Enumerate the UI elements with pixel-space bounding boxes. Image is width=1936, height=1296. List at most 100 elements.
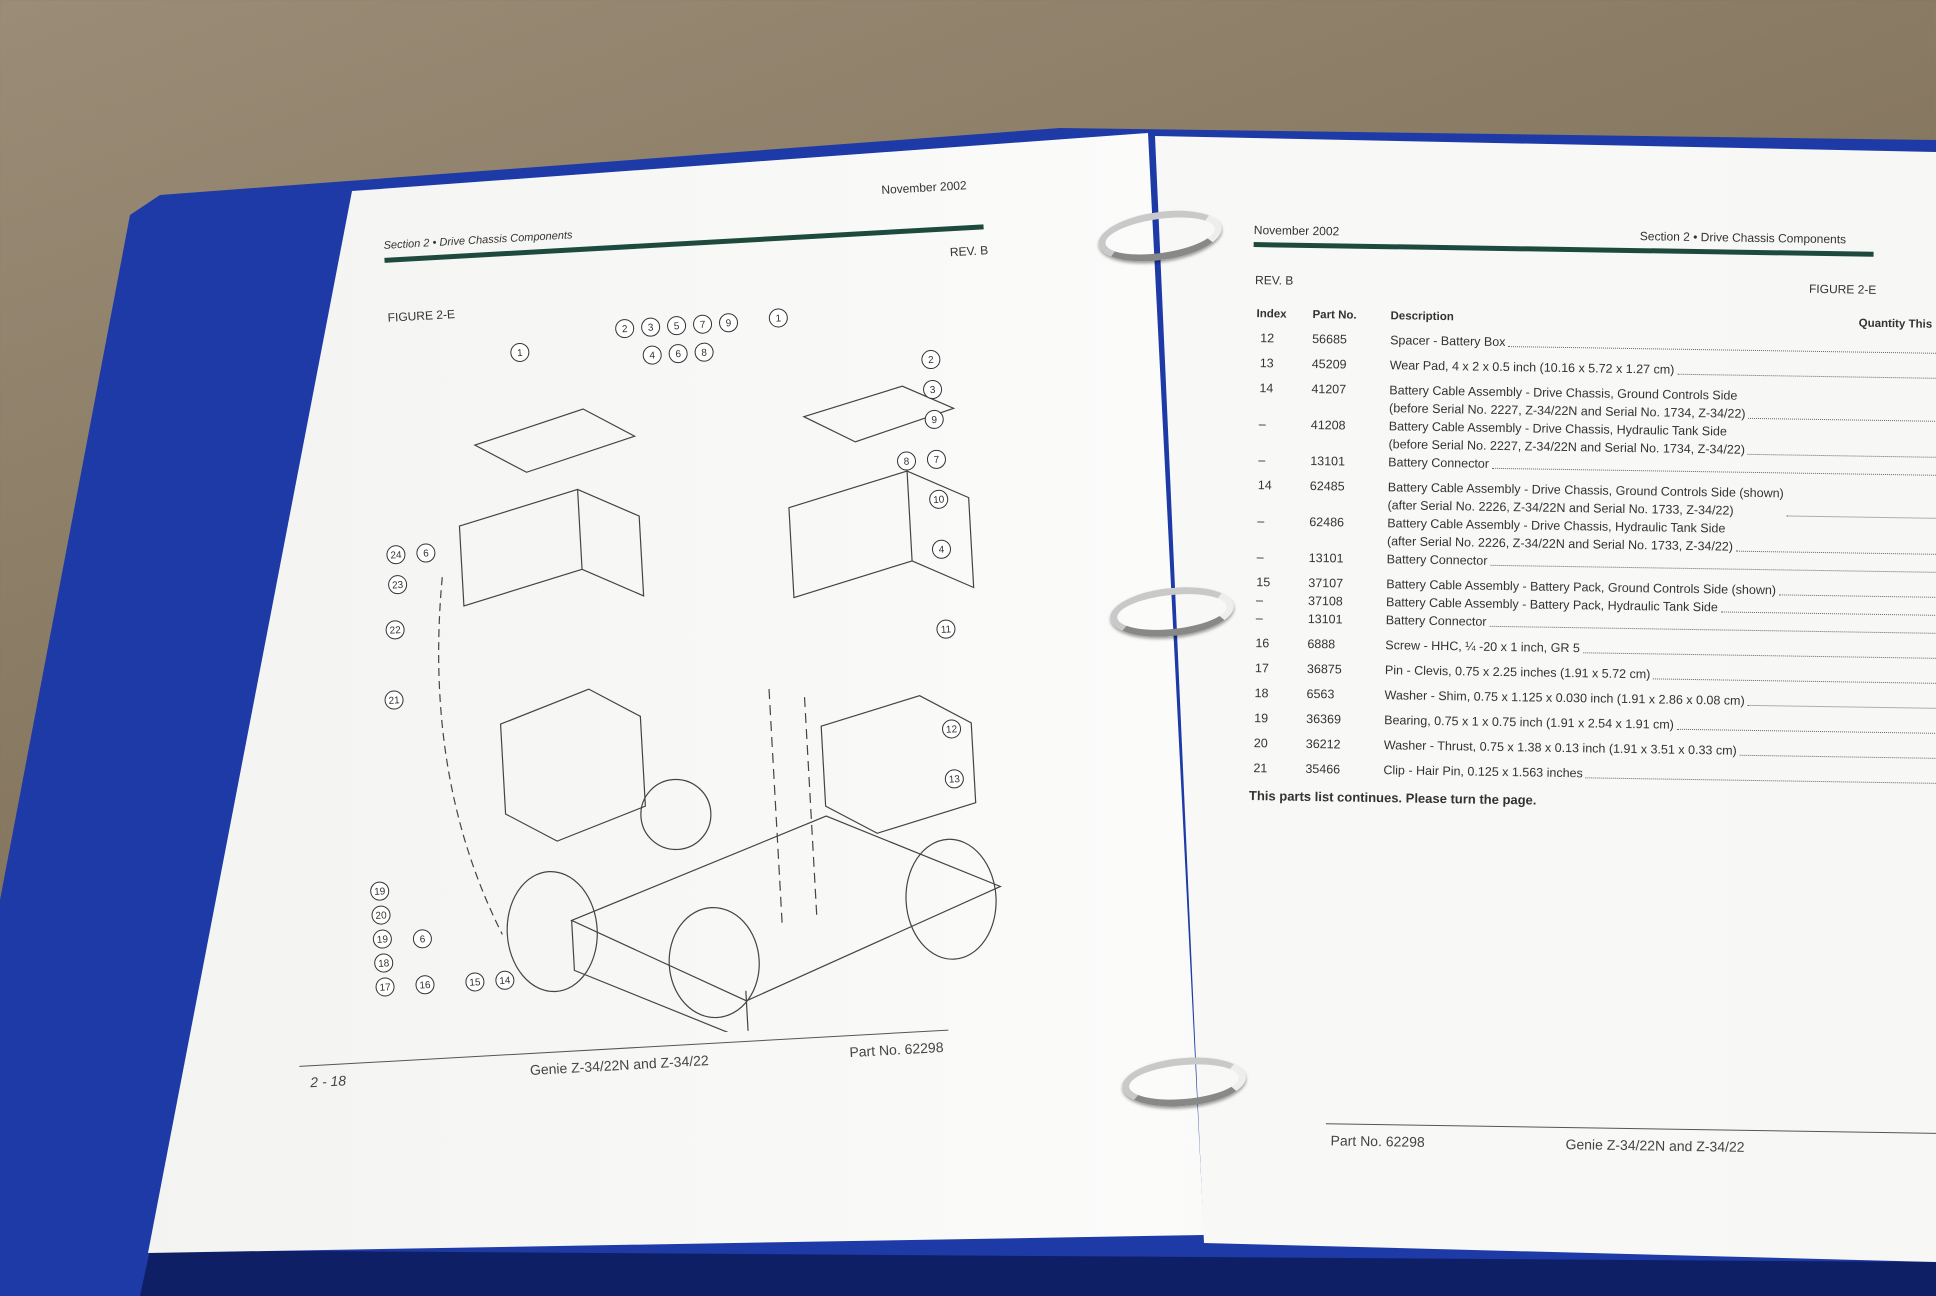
row-description: Screw - HHC, ¼ -20 x 1 inch, GR 5: [1385, 638, 1580, 656]
wheel-top: [640, 778, 712, 851]
callout-15: 15: [465, 972, 485, 992]
col-index: Index: [1256, 308, 1287, 321]
callout-number: 7: [700, 320, 707, 331]
callout-8: 8: [694, 342, 714, 362]
row-part-no: 62486: [1309, 514, 1345, 530]
battery-lid-left: [473, 408, 637, 473]
row-index: 17: [1254, 661, 1270, 676]
callout-circle: [372, 929, 392, 949]
leader-dots: [1748, 417, 1936, 423]
footer-part-no: Part No. 62298: [848, 1038, 944, 1061]
callout-circle: [897, 451, 917, 471]
row-index: –: [1258, 417, 1266, 432]
section-header: Section 2 • Drive Chassis Components: [1639, 229, 1847, 247]
callout-number: 19: [377, 934, 389, 946]
callout-4: 4: [931, 539, 951, 559]
leader-dots: [1585, 777, 1936, 785]
row-index: 14: [1257, 478, 1272, 493]
figure-label: FIGURE 2-E: [387, 307, 456, 325]
row-part-no: 13101: [1307, 611, 1343, 627]
quantity-header: Quantity This Figure: [1858, 317, 1936, 332]
leader-dots: [1735, 550, 1936, 556]
footer-model: Genie Z-34/22N and Z-34/22: [1565, 1136, 1745, 1155]
wheel-right: [905, 838, 997, 960]
callout-number: 6: [675, 349, 682, 360]
callout-number: 7: [933, 455, 940, 466]
battery-pack-left: [458, 488, 645, 607]
callout-number: 21: [388, 695, 400, 707]
callout-24: 24: [386, 545, 406, 565]
callout-2: 2: [615, 319, 635, 339]
row-part-no: 36369: [1306, 711, 1342, 727]
row-part-no: 13101: [1308, 550, 1344, 566]
callout-19: 19: [370, 881, 390, 901]
header-date: November 2002: [1253, 223, 1340, 239]
callout-6: 6: [412, 929, 432, 949]
callout-number: 3: [648, 322, 655, 333]
callout-circle: [923, 379, 943, 399]
callout-1: 1: [510, 342, 530, 362]
figure-label: FIGURE 2-E: [1808, 281, 1877, 297]
callout-circle: [370, 881, 390, 901]
footer-model: Genie Z-34/22N and Z-34/22: [529, 1052, 710, 1079]
callout-4: 4: [642, 345, 662, 365]
callout-8: 8: [897, 451, 917, 471]
row-part-no: 45209: [1311, 356, 1347, 372]
rev-label: REV. B: [1254, 273, 1294, 288]
footer-part-no: Part No. 62298: [1330, 1132, 1425, 1150]
callout-circle: [375, 977, 395, 997]
callout-21: 21: [384, 690, 404, 710]
callout-number: 20: [375, 910, 387, 922]
row-part-no: 41208: [1310, 417, 1346, 433]
callout-2: 2: [921, 350, 941, 370]
page-number: 2 - 18: [309, 1072, 347, 1091]
callout-circle: [931, 539, 951, 559]
callout-number: 19: [374, 886, 386, 898]
leader-dots: [1747, 453, 1936, 459]
callout-circle: [921, 350, 941, 370]
callout-9: 9: [924, 409, 944, 429]
row-description: Spacer - Battery Box: [1390, 333, 1506, 350]
callout-circle: [944, 769, 964, 789]
callout-20: 20: [371, 905, 391, 925]
row-part-no: 35466: [1305, 761, 1341, 777]
callout-1: 1: [768, 308, 788, 328]
row-index: –: [1258, 453, 1266, 468]
callout-7: 7: [693, 314, 713, 334]
callout-circle: [929, 489, 949, 509]
callout-circle: [416, 543, 436, 563]
callout-23: 23: [388, 575, 408, 595]
callout-number: 4: [938, 545, 945, 556]
callout-18: 18: [374, 953, 394, 973]
row-description: Battery Cable Assembly - Drive Chassis, …: [1387, 480, 1784, 518]
row-index: 18: [1254, 686, 1269, 701]
row-part-no: 36212: [1305, 736, 1341, 752]
callout-7: 7: [926, 449, 946, 469]
battery-box-right: [820, 695, 977, 834]
callout-number: 9: [931, 415, 938, 426]
header-date: November 2002: [880, 178, 967, 198]
callout-circle: [384, 690, 404, 710]
callout-13: 13: [944, 769, 964, 789]
callout-circle: [768, 308, 788, 328]
callout-number: 17: [379, 982, 391, 994]
callout-circle: [936, 619, 956, 639]
leader-dots: [1786, 515, 1936, 520]
callout-5: 5: [667, 316, 687, 336]
callout-6: 6: [416, 543, 436, 563]
callout-22: 22: [385, 620, 405, 640]
callout-14: 14: [495, 970, 515, 990]
row-description: Battery Cable Assembly - Drive Chassis, …: [1386, 516, 1734, 554]
callout-number: 13: [949, 774, 961, 786]
row-description: Battery Connector: [1386, 552, 1488, 568]
callout-3: 3: [923, 379, 943, 399]
battery-pack-right: [788, 470, 975, 599]
callout-number: 8: [701, 348, 708, 359]
row-part-no: 56685: [1312, 331, 1348, 347]
leader-dots: [1747, 704, 1936, 710]
continued-note: This parts list continues. Please turn t…: [1248, 788, 1537, 808]
callout-circle: [641, 317, 661, 337]
row-description: Clip - Hair Pin, 0.125 x 1.563 inches: [1383, 763, 1583, 781]
